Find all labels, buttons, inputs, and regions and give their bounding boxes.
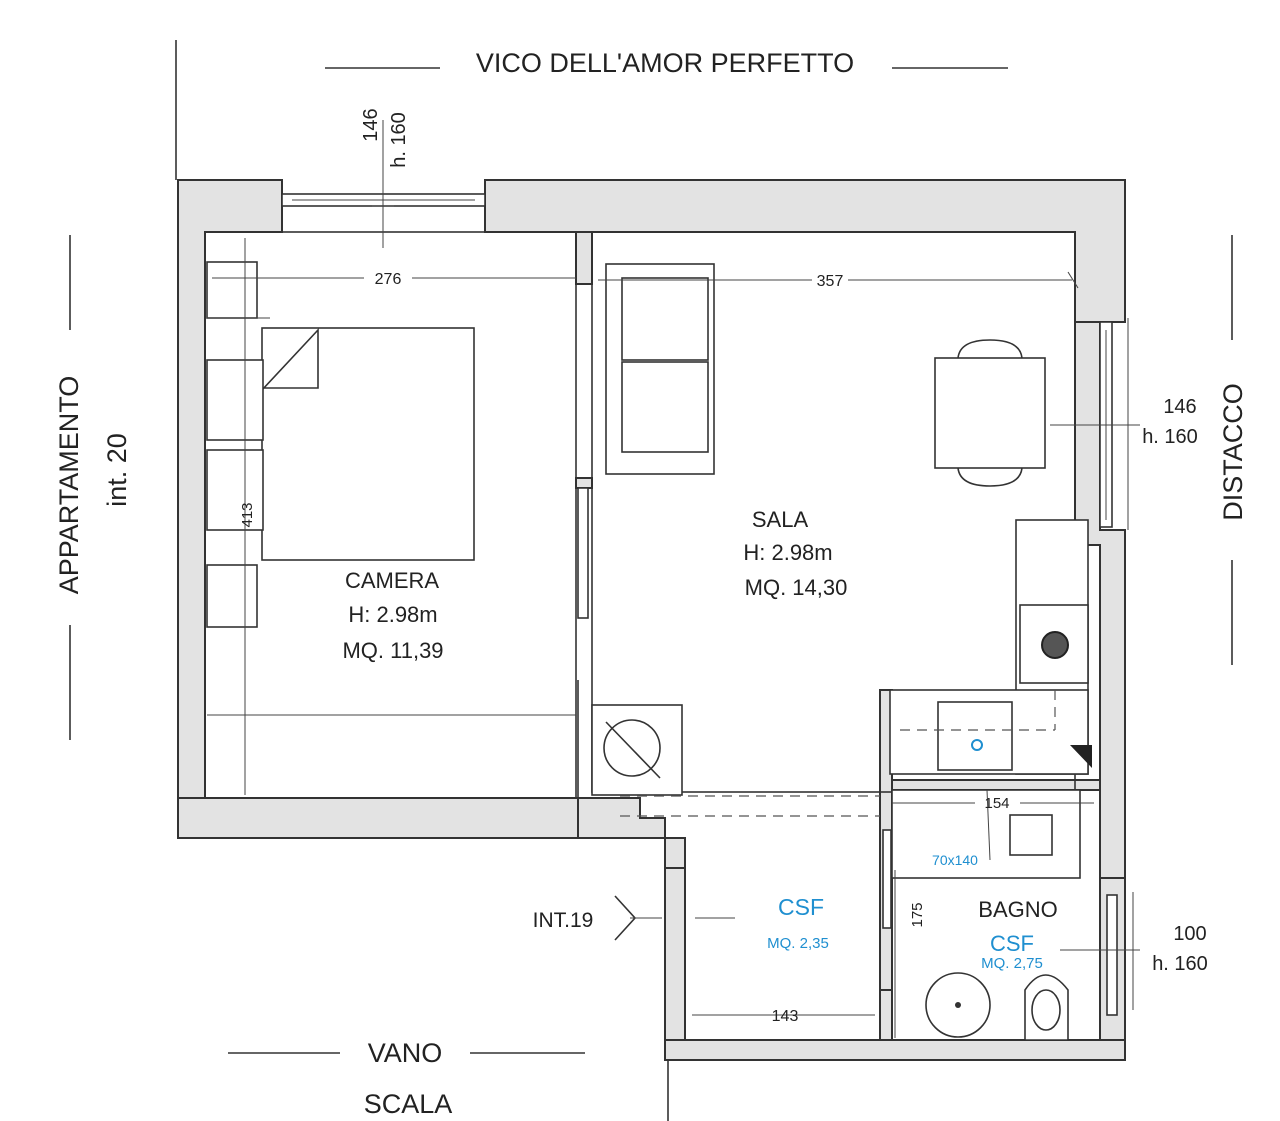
camera-outline bbox=[204, 231, 577, 799]
corridor-area: MQ. 2,35 bbox=[767, 935, 829, 952]
wall-partition-top bbox=[575, 231, 593, 285]
sala-height: H: 2.98m bbox=[743, 540, 832, 565]
dimension-lines bbox=[212, 271, 1094, 1038]
faucet-icon bbox=[971, 739, 983, 751]
dim-corridor-width: 143 bbox=[772, 1008, 799, 1025]
dim-camera-depth: 413 bbox=[239, 502, 256, 527]
dim-window-bath-w: 100 bbox=[1173, 923, 1206, 945]
nightstand-bottom bbox=[206, 564, 258, 628]
wall-corridor-bath bbox=[879, 989, 893, 1041]
boundary-lines bbox=[69, 40, 1233, 1121]
nightstand-top bbox=[206, 261, 258, 319]
wall-bottom bbox=[664, 1039, 1126, 1061]
distacco-label: DISTACCO bbox=[1218, 383, 1248, 521]
camera-height: H: 2.98m bbox=[348, 602, 437, 627]
bathroom bbox=[882, 789, 1081, 1041]
dim-window-right-h: h. 160 bbox=[1142, 426, 1198, 448]
camera-name: CAMERA bbox=[345, 568, 439, 593]
entrance-label: INT.19 bbox=[533, 909, 594, 932]
appartamento-label: APPARTAMENTO bbox=[54, 376, 84, 595]
sliding-door bbox=[577, 487, 589, 619]
bath-sink bbox=[1009, 814, 1053, 856]
dim-shower: 70x140 bbox=[932, 852, 978, 868]
sala-furniture bbox=[605, 263, 1046, 487]
dim-window-right-w: 146 bbox=[1163, 396, 1196, 418]
kitchen bbox=[889, 519, 1092, 775]
window-right bbox=[1050, 318, 1140, 530]
wardrobe-1 bbox=[206, 359, 264, 441]
sala-name: SALA bbox=[752, 507, 809, 532]
duct bbox=[591, 704, 683, 796]
burner-icon bbox=[1041, 631, 1069, 659]
wall-bath-top bbox=[879, 779, 1101, 791]
dining-table bbox=[934, 357, 1046, 469]
wall-partition-mid bbox=[575, 477, 593, 489]
dim-bath-width: 154 bbox=[984, 795, 1009, 812]
bagno-csf: CSF bbox=[990, 931, 1034, 956]
dim-window-top-w: 146 bbox=[360, 108, 382, 141]
dim-window-top-h: h. 160 bbox=[388, 112, 410, 168]
dim-camera-width: 276 bbox=[375, 271, 402, 288]
wardrobe-2 bbox=[206, 449, 264, 531]
camera-furniture bbox=[206, 238, 576, 795]
bagno-area: MQ. 2,75 bbox=[981, 955, 1043, 972]
corridor-csf: CSF bbox=[778, 894, 824, 920]
sink bbox=[937, 701, 1013, 771]
dim-window-bath-h: h. 160 bbox=[1152, 953, 1208, 975]
bath-door bbox=[882, 829, 892, 929]
bed bbox=[261, 327, 475, 561]
wall-left-bottom bbox=[177, 797, 579, 839]
scala-label: SCALA bbox=[364, 1089, 453, 1119]
camera-area: MQ. 11,39 bbox=[342, 638, 443, 663]
dim-sala-width: 357 bbox=[817, 273, 844, 290]
wall-corridor-left bbox=[664, 867, 686, 1041]
street-label: VICO DELL'AMOR PERFETTO bbox=[476, 48, 854, 78]
vano-label: VANO bbox=[368, 1038, 443, 1068]
bagno-name: BAGNO bbox=[978, 897, 1057, 922]
window-top bbox=[281, 120, 486, 248]
dim-bath-depth: 175 bbox=[909, 902, 926, 927]
window-bath bbox=[1060, 892, 1140, 1016]
sala-outline bbox=[591, 231, 1076, 793]
wall-duct-bottom bbox=[577, 797, 686, 869]
interior-number-label: int. 20 bbox=[102, 433, 132, 507]
sala-area: MQ. 14,30 bbox=[745, 575, 848, 600]
